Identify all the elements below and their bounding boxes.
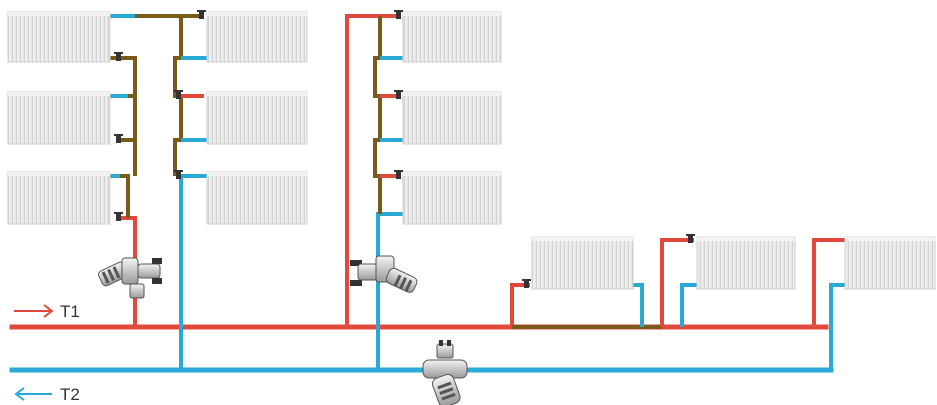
horizontal-branch bbox=[510, 238, 845, 370]
riser-2 bbox=[345, 14, 403, 370]
return-label-group: T2 bbox=[14, 385, 80, 404]
branch-return-2 bbox=[680, 283, 697, 327]
supply-label: T1 bbox=[60, 302, 80, 321]
main-pipes bbox=[9, 324, 834, 373]
branch-loop-pipe bbox=[510, 283, 530, 327]
balancing-valve-riser-2 bbox=[350, 255, 418, 293]
radiator bbox=[7, 11, 111, 63]
radiator bbox=[844, 236, 936, 290]
riser-2-returns bbox=[380, 56, 403, 142]
radiator bbox=[531, 236, 634, 290]
supply-label-group: T1 bbox=[14, 302, 80, 321]
thermostatic-valve-icon bbox=[114, 52, 123, 61]
return-label: T2 bbox=[60, 385, 80, 404]
balancing-valve-riser-1 bbox=[98, 257, 162, 299]
thermostatic-valve-icon bbox=[197, 10, 206, 19]
thermostatic-valve-icon bbox=[174, 90, 183, 99]
riser-2-supply-pipe bbox=[345, 14, 400, 327]
radiator bbox=[402, 171, 502, 225]
branch-supply-3 bbox=[812, 238, 845, 327]
branch-return-3 bbox=[829, 283, 845, 370]
thermostatic-valve-icon bbox=[114, 134, 123, 143]
radiators bbox=[7, 11, 936, 290]
radiator bbox=[206, 91, 308, 145]
radiator bbox=[7, 91, 111, 145]
balancing-valve-main-return bbox=[422, 340, 468, 405]
thermostatic-valve-icon bbox=[394, 170, 403, 179]
arrow-right-head bbox=[43, 304, 54, 318]
riser-1-return-pipe bbox=[179, 174, 207, 370]
radiator bbox=[402, 91, 502, 145]
riser-1-right-returns bbox=[181, 56, 207, 142]
branch-return-1 bbox=[633, 283, 644, 327]
radiator bbox=[206, 11, 308, 63]
riser-1-left-returns bbox=[110, 94, 128, 178]
radiator bbox=[7, 171, 111, 225]
radiator bbox=[696, 236, 796, 290]
riser-1-left-stack-pipes bbox=[110, 14, 137, 218]
thermostatic-valve-icon bbox=[394, 10, 403, 19]
arrow-left-head bbox=[14, 387, 25, 401]
thermostatic-valve-icon bbox=[114, 212, 123, 221]
riser-1-right-stack-pipes bbox=[135, 14, 183, 176]
thermostatic-valve-icon bbox=[394, 90, 403, 99]
thermostatic-valve-icon bbox=[174, 170, 183, 179]
riser-2-bypass-pipes bbox=[373, 16, 382, 214]
branch-supply-2 bbox=[660, 238, 694, 327]
thermostatic-valve-icon bbox=[686, 234, 695, 243]
riser-2-return-pipe bbox=[376, 212, 403, 370]
riser-2-supplies bbox=[380, 94, 400, 178]
thermostatic-valve-icon bbox=[522, 279, 531, 288]
radiator bbox=[206, 171, 308, 225]
riser-1 bbox=[110, 14, 207, 370]
thermostatic-valves bbox=[114, 10, 695, 288]
radiator bbox=[402, 11, 502, 63]
